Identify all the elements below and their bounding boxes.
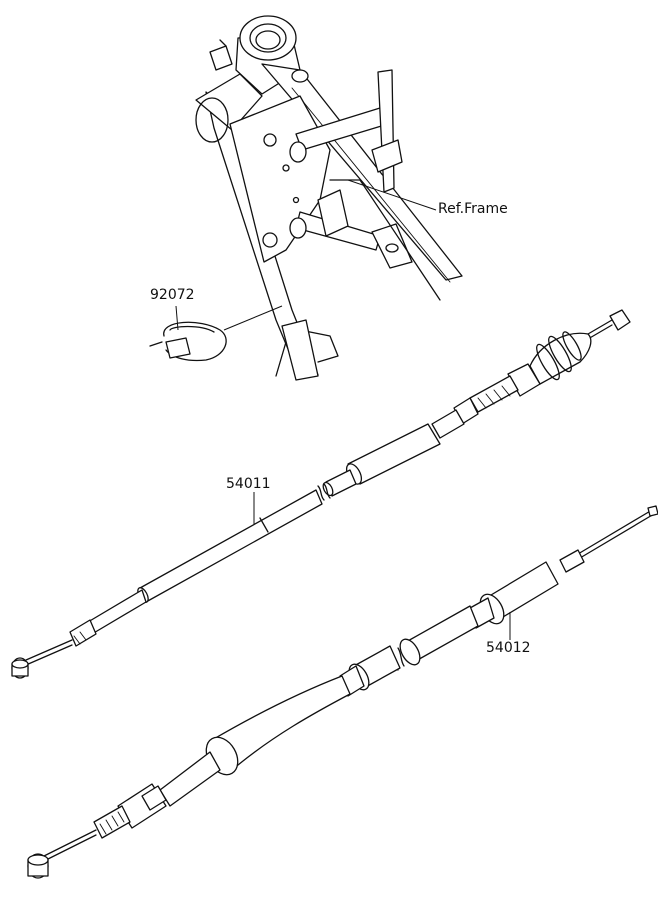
cable-54011-illustration	[11, 309, 631, 679]
label-part-54012: 54012	[486, 640, 531, 656]
label-ref-frame: Ref.Frame	[438, 201, 508, 217]
frame-illustration	[195, 15, 463, 381]
cable-54012-illustration	[27, 505, 658, 879]
label-part-92072: 92072	[150, 287, 195, 303]
band-clamp-illustration	[149, 321, 227, 362]
label-part-54011: 54011	[226, 476, 271, 492]
